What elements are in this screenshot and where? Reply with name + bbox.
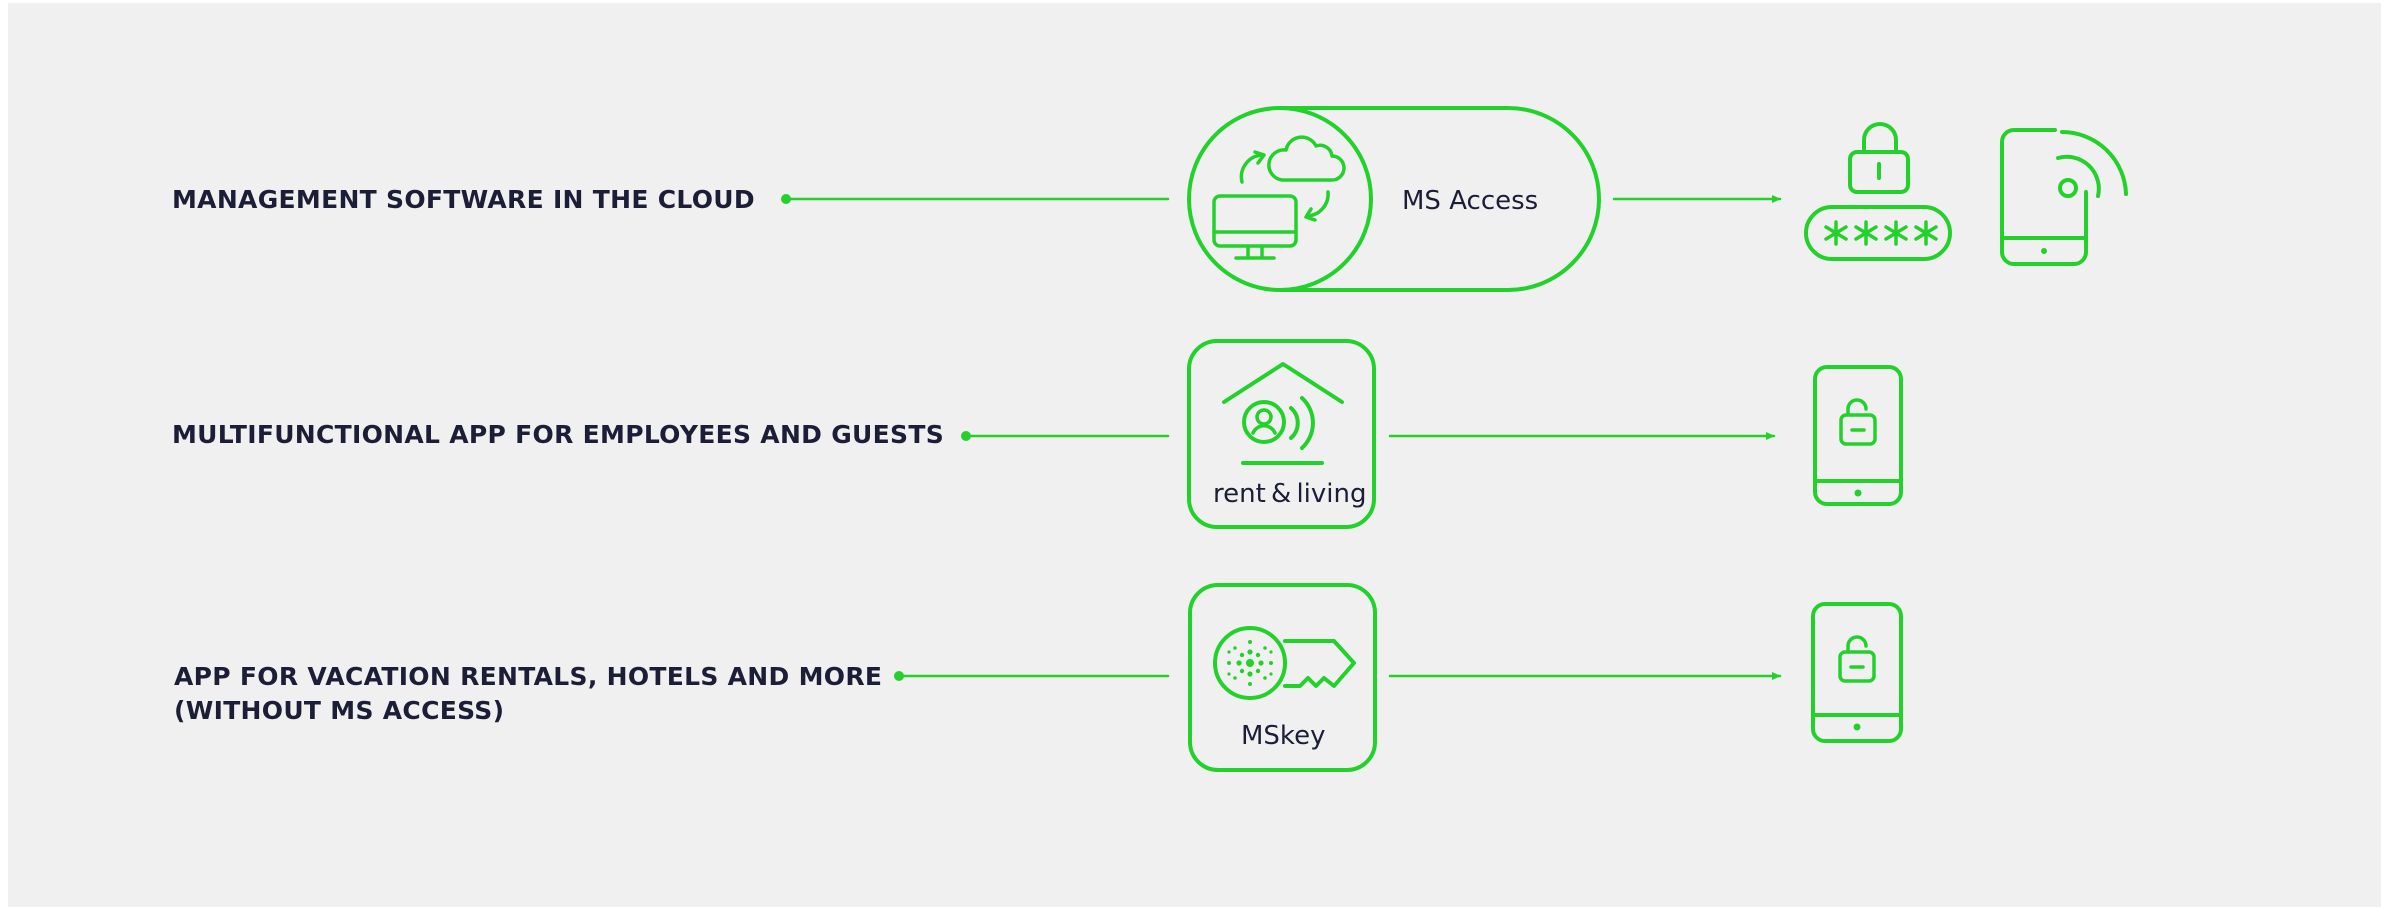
rent-living-label: rent & living xyxy=(1213,479,1367,509)
row-label-multifunctional-app: MULTIFUNCTIONAL APP FOR EMPLOYEES AND GU… xyxy=(172,418,944,452)
row-label-management-software-text: MANAGEMENT SOFTWARE IN THE CLOUD xyxy=(172,185,755,214)
mskey-label: MSkey xyxy=(1241,721,1326,751)
row-label-management-software: MANAGEMENT SOFTWARE IN THE CLOUD xyxy=(172,183,755,217)
padlock-password-icon xyxy=(1804,122,1952,261)
ms-access-label: MS Access xyxy=(1402,186,1539,216)
smartphone-nfc-icon xyxy=(2000,128,2128,266)
smartphone-unlock-icon xyxy=(1813,365,1903,506)
rent-living-house-icon xyxy=(1187,339,1376,529)
connector-row3-left xyxy=(894,671,1170,681)
row-label-vacation-rentals-line1: APP FOR VACATION RENTALS, HOTELS AND MOR… xyxy=(174,662,883,691)
row-label-multifunctional-app-text: MULTIFUNCTIONAL APP FOR EMPLOYEES AND GU… xyxy=(172,420,945,449)
mskey-key-icon xyxy=(1188,583,1377,772)
smartphone-unlock-icon-2 xyxy=(1811,602,1903,743)
ms-access-badge xyxy=(1187,106,1601,292)
row-label-vacation-rentals-line2: (WITHOUT MS ACCESS) xyxy=(174,696,505,725)
cloud-sync-computer-icon xyxy=(1212,135,1346,260)
row-label-vacation-rentals-app: APP FOR VACATION RENTALS, HOTELS AND MOR… xyxy=(174,660,882,728)
connector-row1-left xyxy=(781,194,1170,204)
connector-row2-left xyxy=(961,431,1170,441)
